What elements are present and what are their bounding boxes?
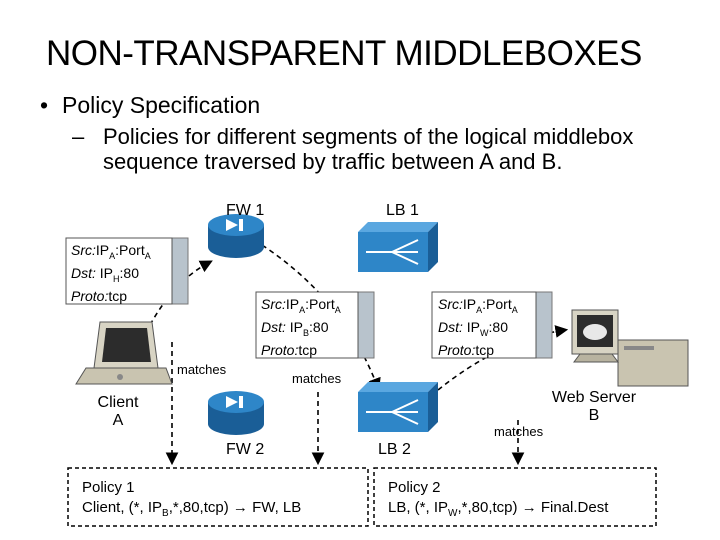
- flow-fw1-to-lb2: [261, 244, 381, 391]
- lb1-label: LB 1: [386, 202, 419, 219]
- dst-ip: IP: [99, 264, 114, 281]
- src-key: Src:: [438, 296, 463, 312]
- policy-1-box: [67, 467, 369, 527]
- src-port: :Port: [482, 296, 512, 312]
- server-label: Web Server B: [545, 389, 643, 425]
- src-ip: IP: [95, 242, 110, 258]
- policy-2-title: Policy 2: [388, 479, 441, 496]
- lb2-switch-icon: [358, 382, 438, 432]
- packet-header-3: Src:IPA:PortA Dst: IPW:80 Proto:tcp: [438, 296, 518, 359]
- header-3-box: [431, 291, 537, 359]
- proto-key: Proto:: [71, 287, 109, 304]
- rule-prefix: LB, (*, IP: [388, 499, 449, 516]
- header-2-bar: [357, 291, 375, 359]
- rule-sub: B: [162, 508, 169, 519]
- policy-2: Policy 2 LB, (*, IPW,*,80,tcp) → Final.D…: [388, 478, 608, 524]
- sub-bullet-text: Policies for different segments of the l…: [103, 124, 634, 174]
- proto-val: tcp: [108, 287, 128, 304]
- src-ip-sub: A: [299, 304, 306, 315]
- src-key: Src:: [71, 242, 96, 258]
- proto-key: Proto:: [261, 341, 299, 358]
- rule-sub: W: [448, 508, 458, 519]
- src-ip-sub: A: [476, 304, 483, 315]
- dst-port: :80: [488, 318, 508, 335]
- src-port-sub: A: [334, 304, 341, 315]
- bullet-text: Policy Specification: [62, 92, 261, 118]
- dst-ip-sub: W: [480, 327, 489, 338]
- header-3-bar: [535, 291, 553, 359]
- src-ip: IP: [462, 296, 477, 312]
- dst-port: :80: [119, 264, 139, 281]
- lb2-label: LB 2: [378, 441, 411, 458]
- fw1-router-icon: [208, 214, 264, 258]
- rule-target: FW, LB: [252, 499, 302, 516]
- matches-label-2: matches: [292, 371, 342, 386]
- header-2-box: [255, 291, 359, 359]
- fw2-label: FW 2: [226, 441, 265, 458]
- packet-header-1: Src:IPA:PortA Dst: IPH:80 Proto:tcp: [71, 242, 151, 305]
- proto-val: tcp: [298, 341, 318, 358]
- src-port-sub: A: [144, 250, 151, 261]
- matches-label-3: matches: [494, 424, 544, 439]
- lb1-switch-icon: [358, 222, 438, 272]
- src-port-sub: A: [511, 304, 518, 315]
- server-label-line-2: B: [588, 407, 600, 424]
- dst-key: Dst:: [261, 318, 286, 335]
- arrow-icon: →: [232, 499, 248, 516]
- header-1-box: [65, 237, 173, 305]
- dst-key: Dst:: [71, 264, 96, 281]
- src-port: :Port: [305, 296, 335, 312]
- client-label: Client A: [95, 394, 141, 430]
- rule-target: Final.Dest: [540, 499, 609, 516]
- header-1-bar: [171, 237, 189, 305]
- src-ip-sub: A: [109, 250, 116, 261]
- proto-val: tcp: [475, 341, 495, 358]
- dst-ip-sub: H: [113, 273, 120, 284]
- src-port: :Port: [115, 242, 145, 258]
- dst-key: Dst:: [438, 318, 463, 335]
- server-label-line-1: Web Server: [551, 389, 637, 406]
- matches-label-1: matches: [177, 362, 227, 377]
- slide-title: NON-TRANSPARENT MIDDLEBOXES: [46, 34, 642, 73]
- policy-1-rule: Client, (*, IPB,*,80,tcp) → FW, LB: [82, 498, 301, 524]
- src-key: Src:: [261, 296, 286, 312]
- web-server-icon: [571, 309, 689, 387]
- policy-1: Policy 1 Client, (*, IPB,*,80,tcp) → FW,…: [82, 478, 301, 524]
- packet-header-2: Src:IPA:PortA Dst: IPB:80 Proto:tcp: [261, 296, 341, 359]
- dst-ip: IP: [289, 318, 304, 335]
- policy-2-box: [373, 467, 657, 527]
- arrow-icon: →: [521, 499, 537, 516]
- client-label-line-2: A: [112, 412, 124, 429]
- src-ip: IP: [285, 296, 300, 312]
- dst-port: :80: [309, 318, 329, 335]
- rule-suffix: ,*,80,tcp): [168, 499, 229, 516]
- bullet-policy-specification: •Policy Specification: [40, 92, 261, 118]
- dst-ip-sub: B: [303, 327, 310, 338]
- fw1-label: FW 1: [226, 202, 265, 219]
- policy-2-rule: LB, (*, IPW,*,80,tcp) → Final.Dest: [388, 498, 608, 524]
- dst-ip: IP: [466, 318, 481, 335]
- client-laptop-icon: [75, 321, 173, 385]
- rule-suffix: ,*,80,tcp): [457, 499, 518, 516]
- rule-prefix: Client, (*, IP: [82, 499, 163, 516]
- sub-bullet: –Policies for different segments of the …: [72, 124, 676, 174]
- proto-key: Proto:: [438, 341, 476, 358]
- fw2-router-icon: [208, 391, 264, 435]
- client-label-line-1: Client: [97, 394, 139, 411]
- policy-1-title: Policy 1: [82, 479, 135, 496]
